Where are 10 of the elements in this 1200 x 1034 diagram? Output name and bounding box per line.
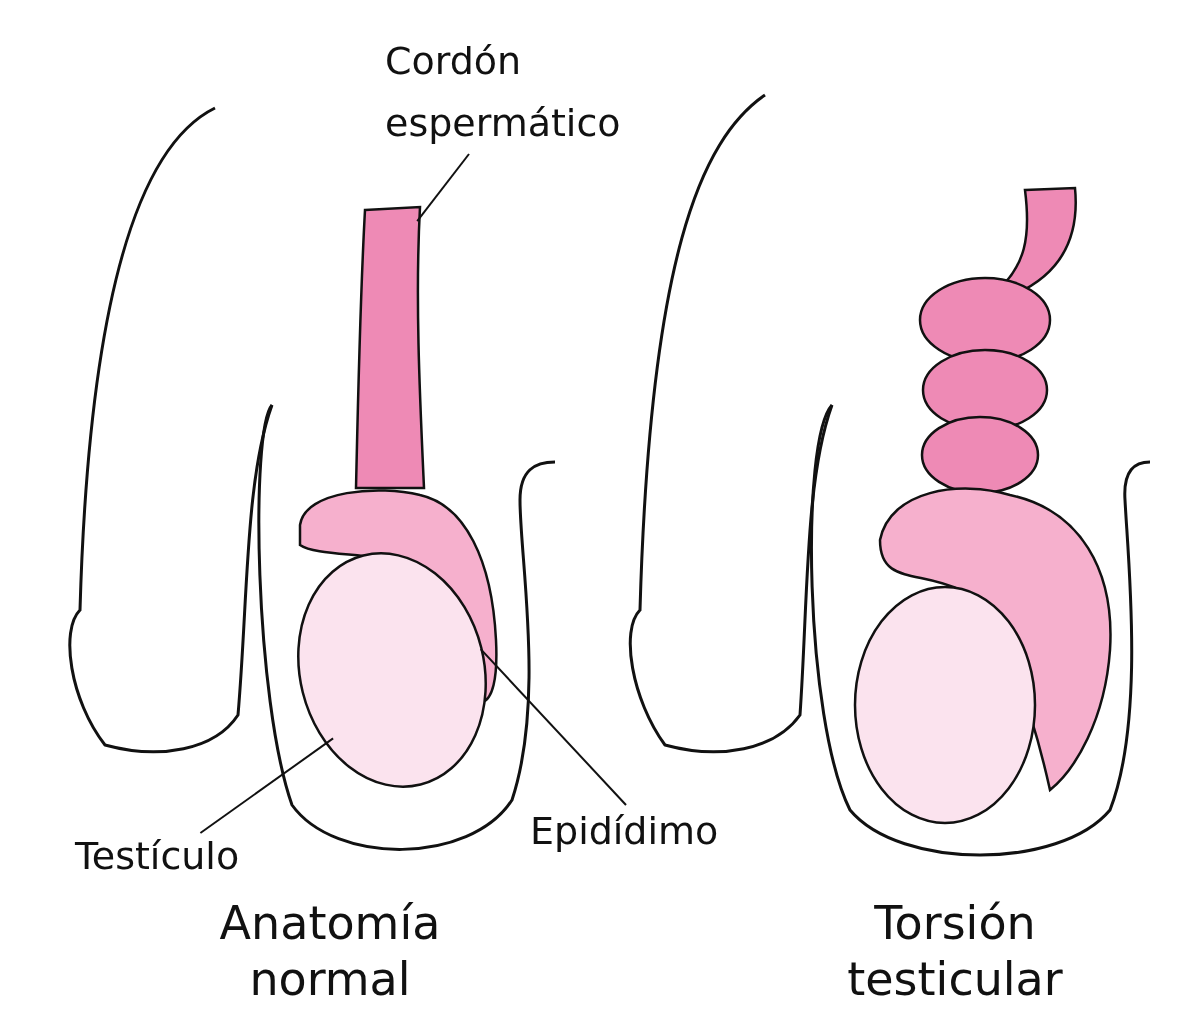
part-label: Cordón espermático: [385, 30, 685, 154]
testicle: [297, 552, 487, 788]
figure-caption: Anatomía normal: [218, 895, 442, 1007]
part-label: Epidídimo: [530, 800, 770, 862]
leader-line: [479, 648, 627, 806]
leader-line: [199, 737, 335, 835]
spermatic-cord: [354, 205, 426, 490]
figure-caption: Torsión testicular: [846, 895, 1064, 1007]
part-label: Testículo: [75, 825, 295, 887]
leader-line: [416, 153, 470, 223]
